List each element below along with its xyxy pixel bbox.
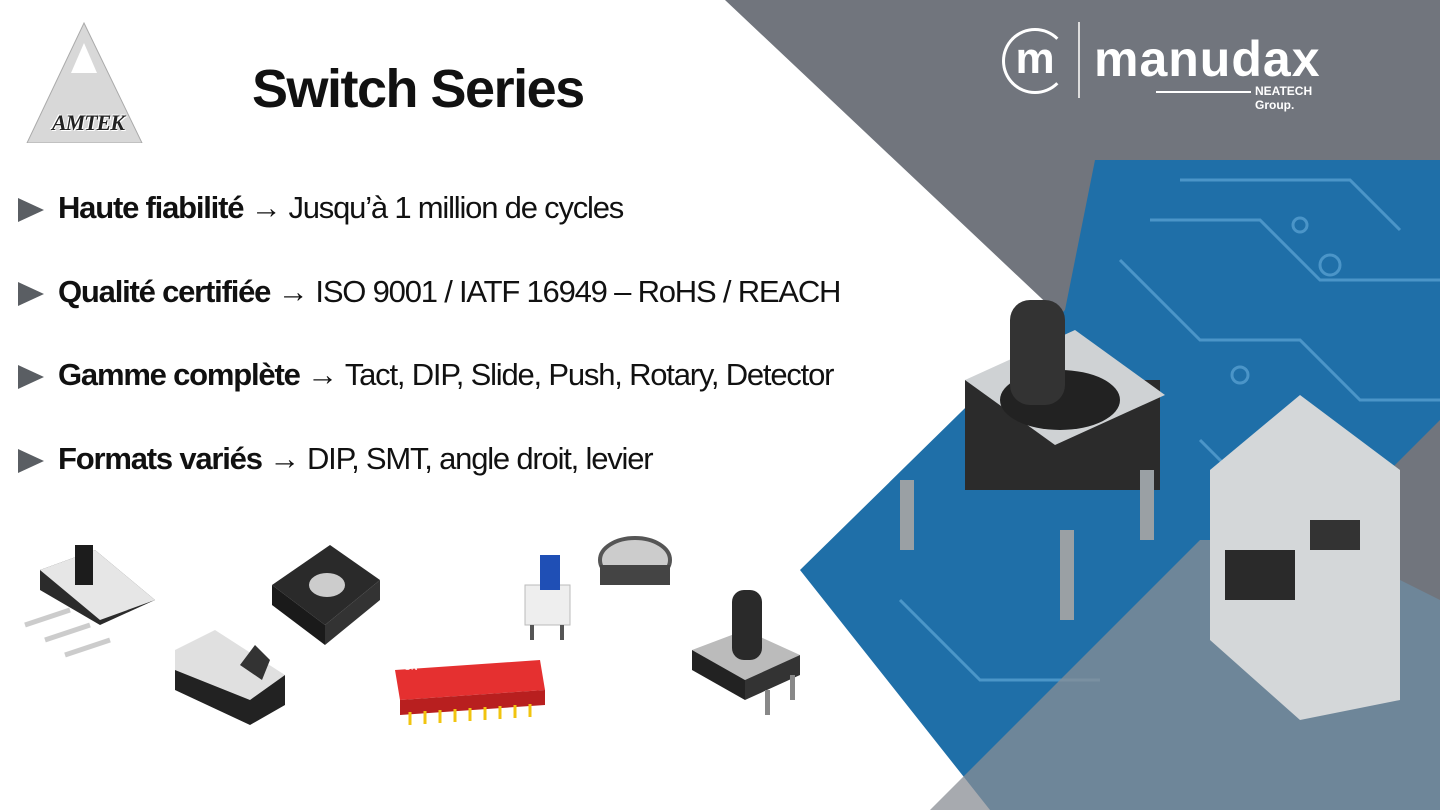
manudax-logo-mark: m [1002, 28, 1068, 94]
feature-text: ISO 9001 / IATF 16949 – RoHS / REACH [315, 273, 841, 309]
feature-item: Gamme complète → Tact, DIP, Slide, Push,… [18, 357, 840, 441]
triangle-bullet-icon [18, 448, 44, 473]
amtek-logo: AMTEK [22, 18, 147, 144]
slide-switch-image [24, 545, 155, 658]
smd-slide-switch-image [175, 630, 285, 725]
logo-underline [1156, 91, 1251, 93]
manudax-logo: m manudax NEATECH Group. [1000, 22, 1350, 112]
feature-item: Qualité certifiée → ISO 9001 / IATF 1694… [18, 273, 841, 358]
logo-separator [1078, 22, 1080, 98]
triangle-bullet-icon [18, 198, 44, 222]
manudax-logo-name: manudax [1094, 31, 1321, 87]
feature-label: Qualité certifiée → [58, 273, 309, 309]
triangle-bullet-icon [18, 281, 44, 306]
small-tact-switch-image [692, 590, 800, 715]
feature-label: Haute fiabilité → [58, 190, 282, 225]
feature-item: Haute fiabilité → Jusqu’à 1 million de c… [18, 190, 840, 274]
detector-switch-image [598, 536, 672, 585]
triangle-bullet-icon [18, 365, 44, 389]
dip-switch-image [395, 660, 545, 725]
large-tact-switch-image [900, 300, 1165, 620]
feature-list: Haute fiabilité → Jusqu’à 1 million de c… [18, 190, 841, 525]
push-switch-image [524, 555, 571, 640]
feature-text: Tact, DIP, Slide, Push, Rotary, Detector [344, 357, 835, 392]
rotary-switch-image [272, 545, 380, 645]
feature-text: Jusqu’à 1 million de cycles [288, 190, 624, 225]
slide-title: Switch Series [252, 59, 585, 119]
feature-text: DIP, SMT, angle droit, levier [306, 440, 654, 476]
amtek-logo-text: AMTEK [52, 110, 125, 135]
feature-label: Gamme complète → [58, 357, 338, 392]
feature-label: Formats variés → [58, 440, 300, 476]
dip-switch-label: ON [404, 662, 418, 672]
right-angle-tact-switch-image [1210, 395, 1400, 720]
feature-item: Formats variés → DIP, SMT, angle droit, … [18, 441, 840, 525]
manudax-logo-subtitle: NEATECH Group. [1255, 84, 1313, 112]
